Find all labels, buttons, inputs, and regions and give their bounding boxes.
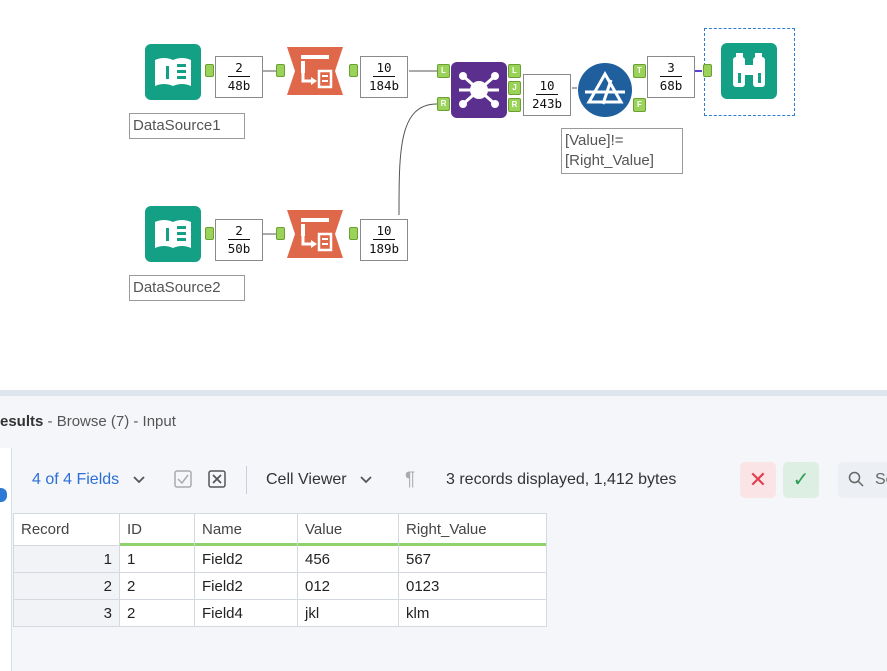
results-panel: esults - Browse (7) - Input 4 of 4 Field…: [0, 396, 887, 671]
input-data-tool-1[interactable]: [145, 44, 201, 100]
select-tool-1[interactable]: [287, 43, 343, 99]
record-count-box: 10 243b: [523, 74, 571, 116]
chevron-down-icon: [360, 476, 372, 484]
record-number-cell: 2: [13, 572, 120, 600]
table-row[interactable]: 3 2 Field4 jkl klm: [13, 599, 547, 627]
column-header-right-value[interactable]: Right_Value: [398, 513, 547, 547]
output-anchor[interactable]: [205, 64, 214, 77]
book-icon: [155, 58, 191, 86]
cell-viewer-dropdown[interactable]: Cell Viewer: [266, 454, 373, 506]
table-row[interactable]: 2 2 Field2 012 0123: [13, 572, 547, 600]
record-count-box: 3 68b: [647, 56, 695, 98]
checkmark-icon: ✓: [792, 469, 810, 491]
select-icon: [287, 210, 343, 258]
column-header-id[interactable]: ID: [119, 513, 195, 547]
results-grid: Record ID Name Value Right_Value 1 1 Fie…: [13, 513, 547, 627]
column-header-name[interactable]: Name: [194, 513, 298, 547]
results-side-strip: [0, 448, 12, 671]
table-cell[interactable]: klm: [398, 599, 547, 627]
browse-tool[interactable]: [721, 43, 777, 99]
pilcrow-icon[interactable]: ¶: [405, 469, 416, 490]
check-all-icon[interactable]: [173, 469, 193, 489]
workflow-canvas[interactable]: 2 48b DataSource1 10 184b: [0, 0, 887, 392]
input-anchor[interactable]: [276, 227, 285, 240]
table-cell[interactable]: 0123: [398, 572, 547, 600]
tool-annotation: DataSource1: [129, 113, 245, 139]
join-left-output-anchor[interactable]: L: [508, 64, 521, 78]
join-icon: [459, 72, 499, 108]
side-strip-indicator[interactable]: [0, 488, 7, 502]
select-icon: [287, 47, 343, 95]
table-cell[interactable]: 2: [119, 572, 195, 600]
close-icon: ✕: [748, 467, 768, 492]
search-icon: [848, 471, 864, 487]
input-anchor[interactable]: [276, 64, 285, 77]
filter-tool[interactable]: [577, 62, 633, 118]
filter-false-output-anchor[interactable]: F: [633, 98, 646, 112]
record-count-box: 2 50b: [215, 219, 263, 261]
output-anchor[interactable]: [205, 227, 214, 240]
cancel-button[interactable]: ✕: [740, 462, 776, 498]
filter-icon: [578, 63, 632, 117]
table-cell[interactable]: Field2: [194, 572, 298, 600]
record-number-cell: 1: [13, 545, 120, 573]
filter-true-output-anchor[interactable]: T: [633, 64, 646, 78]
output-anchor[interactable]: [349, 64, 358, 77]
tool-annotation: DataSource2: [129, 275, 245, 301]
table-row[interactable]: 1 1 Field2 456 567: [13, 545, 547, 573]
join-right-output-anchor[interactable]: R: [508, 98, 521, 112]
output-anchor[interactable]: [349, 227, 358, 240]
binoculars-icon: [733, 53, 765, 87]
toolbar-divider: [246, 466, 247, 494]
results-toolbar: 4 of 4 Fields Cell Viewer ¶ 3 records di…: [13, 454, 887, 506]
column-header-value[interactable]: Value: [297, 513, 399, 547]
uncheck-all-icon[interactable]: [207, 469, 227, 489]
results-title: esults - Browse (7) - Input: [0, 413, 176, 430]
record-count-box: 10 184b: [360, 56, 408, 98]
table-cell[interactable]: Field4: [194, 599, 298, 627]
join-left-input-anchor[interactable]: L: [437, 64, 450, 78]
table-cell[interactable]: 456: [297, 545, 399, 573]
column-header-record[interactable]: Record: [13, 513, 120, 546]
table-cell[interactable]: 1: [119, 545, 195, 573]
records-status: 3 records displayed, 1,412 bytes: [446, 471, 677, 488]
join-right-input-anchor[interactable]: R: [437, 97, 450, 111]
record-number-cell: 3: [13, 599, 120, 627]
record-count-box: 2 48b: [215, 56, 263, 98]
input-anchor[interactable]: [703, 64, 712, 77]
table-cell[interactable]: jkl: [297, 599, 399, 627]
grid-header-row: Record ID Name Value Right_Value: [13, 513, 547, 547]
confirm-button[interactable]: ✓: [783, 462, 819, 498]
book-icon: [155, 220, 191, 248]
select-tool-2[interactable]: [287, 206, 343, 262]
input-data-tool-2[interactable]: [145, 206, 201, 262]
panel-splitter[interactable]: [0, 390, 887, 396]
chevron-down-icon: [132, 476, 145, 484]
table-cell[interactable]: 567: [398, 545, 547, 573]
record-count-box: 10 189b: [360, 219, 408, 261]
fields-dropdown[interactable]: 4 of 4 Fields: [32, 454, 146, 506]
join-join-output-anchor[interactable]: J: [508, 81, 521, 95]
filter-expression-annotation: [Value]!= [Right_Value]: [561, 128, 683, 174]
search-box[interactable]: Se: [838, 462, 887, 498]
join-tool[interactable]: [451, 62, 507, 118]
table-cell[interactable]: 2: [119, 599, 195, 627]
table-cell[interactable]: Field2: [194, 545, 298, 573]
table-cell[interactable]: 012: [297, 572, 399, 600]
